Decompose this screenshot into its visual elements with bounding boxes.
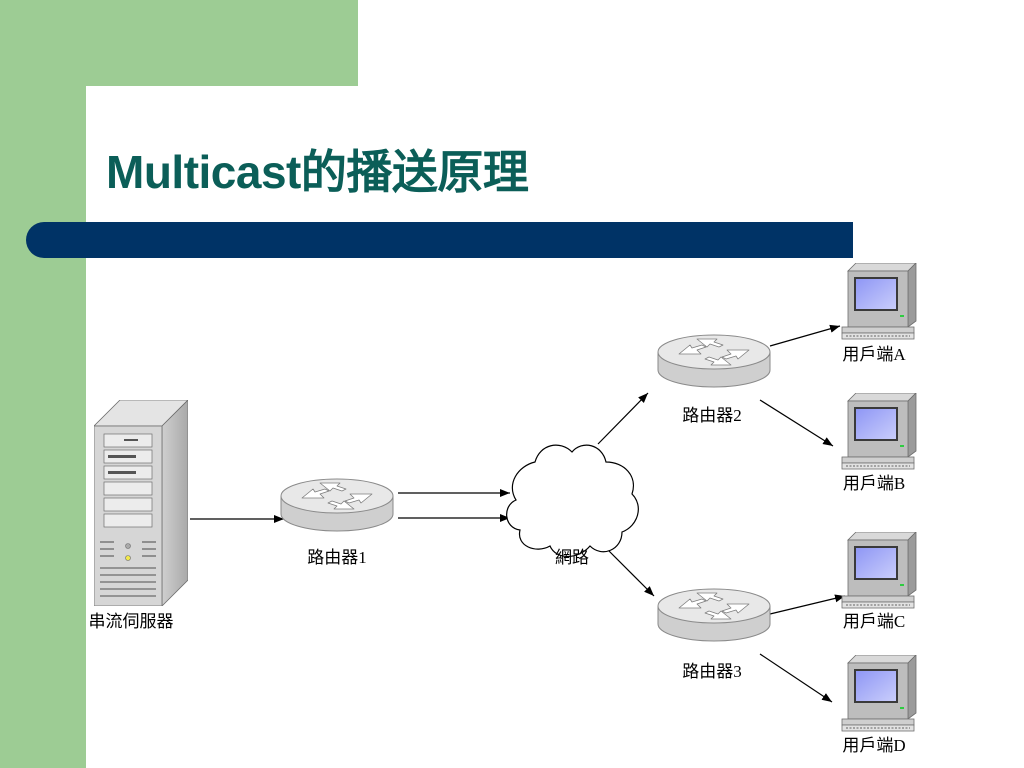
computer-icon (841, 532, 917, 609)
client-b: 用戶端B (841, 393, 917, 493)
client-c: 用戶端C (841, 532, 917, 631)
decor-green-top (86, 0, 358, 86)
streaming-server: 串流伺服器 (89, 400, 188, 631)
arrow-router3-client-c (769, 594, 846, 615)
server-tower-icon (94, 400, 188, 606)
arrow-router3-client-d (759, 653, 833, 703)
network-label: 網路 (555, 548, 589, 567)
router-icon (280, 478, 394, 532)
router-1: 路由器1 (280, 478, 394, 567)
router-icon (657, 334, 771, 388)
router-icon (657, 588, 771, 642)
client-a-label: 用戶端A (842, 345, 906, 364)
computer-icon (841, 263, 917, 340)
connectors (190, 324, 846, 703)
client-b-label: 用戶端B (843, 474, 905, 493)
client-c-label: 用戶端C (843, 612, 905, 631)
router-2: 路由器2 (657, 334, 771, 425)
network-cloud: 網路 (506, 444, 639, 567)
router-1-label: 路由器1 (307, 548, 367, 567)
router-2-label: 路由器2 (682, 406, 742, 425)
router-3: 路由器3 (657, 588, 771, 681)
cloud-icon (506, 444, 639, 558)
client-a: 用戶端A (841, 263, 917, 364)
client-d: 用戶端D (841, 655, 917, 755)
client-d-label: 用戶端D (842, 736, 905, 755)
title-underline-bar (26, 222, 853, 258)
slide-title: Multicast的播送原理 (106, 146, 529, 198)
server-label: 串流伺服器 (89, 612, 174, 631)
arrow-router2-client-b (759, 399, 834, 447)
computer-icon (841, 655, 917, 732)
arrow-router2-client-a (769, 324, 841, 347)
arrow-network-router2 (597, 392, 649, 445)
router-3-label: 路由器3 (682, 662, 742, 681)
computer-icon (841, 393, 917, 470)
decor-green-left (0, 0, 86, 768)
